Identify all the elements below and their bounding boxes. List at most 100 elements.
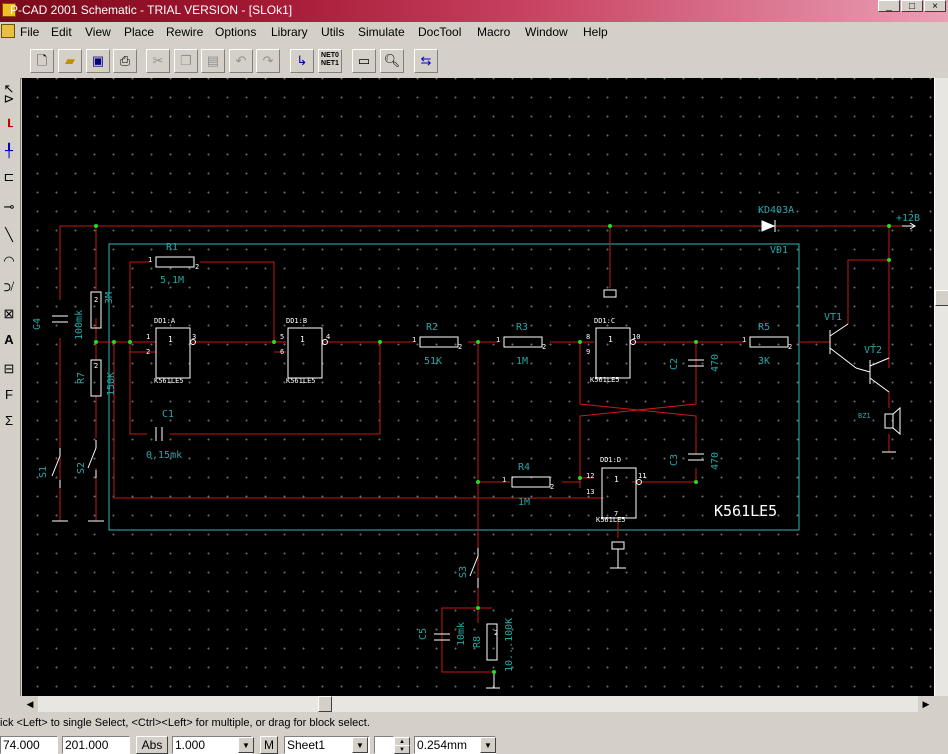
resistor-r1-value: 5,1M	[160, 275, 184, 286]
menu-macro[interactable]: Macro	[477, 25, 511, 39]
place-field-tool[interactable]: ⊠	[0, 303, 18, 325]
spin-down-arrow-icon[interactable]: ▼	[394, 745, 410, 754]
place-ieee-tool[interactable]: Σ	[0, 410, 18, 432]
undo-button[interactable]: ↶	[229, 49, 253, 73]
capacitor-c2[interactable]	[688, 359, 704, 367]
select-tool[interactable]: ↖	[0, 78, 18, 100]
pin-label: 2	[550, 483, 554, 491]
transistor-vt2[interactable]	[855, 357, 890, 393]
menu-options[interactable]: Options	[215, 25, 257, 39]
resistor-r4[interactable]	[511, 476, 551, 488]
vertical-scroll-thumb[interactable]	[935, 290, 948, 306]
scroll-right-arrow-icon[interactable]: ▶	[918, 696, 934, 712]
gate-dd1a-ref: DD1:A	[154, 317, 176, 325]
diode-vd1[interactable]	[761, 220, 776, 232]
menu-place[interactable]: Place	[124, 25, 155, 39]
pin-label: 10	[632, 333, 640, 341]
resistor-r7[interactable]	[90, 359, 102, 397]
gate-dd1c[interactable]	[595, 327, 631, 379]
capacitor-c1[interactable]	[155, 427, 163, 441]
menu-view[interactable]: View	[85, 25, 111, 39]
minimize-button[interactable]: _	[878, 0, 900, 12]
capacitor-c2-ref: C2	[669, 358, 680, 370]
y-coordinate-field[interactable]: 201.000	[62, 736, 130, 754]
maximize-button[interactable]: □	[901, 0, 923, 12]
resistor-r2[interactable]	[419, 336, 459, 348]
close-button[interactable]: ×	[924, 0, 946, 12]
place-wire-button[interactable]: ↳	[290, 49, 314, 73]
menu-rewire[interactable]: Rewire	[166, 25, 204, 39]
zoom-button[interactable]: 🔍︎	[380, 49, 404, 73]
layer-color-box[interactable]	[374, 736, 394, 754]
resistor-r7-value: 150K	[106, 372, 117, 396]
gate-dd1b[interactable]	[287, 327, 323, 379]
menu-help[interactable]: Help	[583, 25, 608, 39]
open-file-button[interactable]: ▰	[58, 49, 82, 73]
wire-c1-right	[170, 342, 381, 435]
resistor-r5[interactable]	[749, 336, 789, 348]
save-button[interactable]: ▣	[86, 49, 110, 73]
grid-dropdown-arrow-icon[interactable]: ▼	[480, 737, 496, 753]
redo-button[interactable]: ↷	[256, 49, 280, 73]
menu-utils[interactable]: Utils	[321, 25, 345, 39]
pin-label: 2	[146, 348, 150, 356]
capacitor-c4[interactable]	[52, 315, 68, 323]
switch-s3[interactable]	[469, 548, 479, 588]
capacitor-c5[interactable]	[434, 633, 450, 641]
gate-dd1a[interactable]	[155, 327, 191, 379]
place-wire-tool[interactable]: ┖	[0, 116, 18, 138]
place-bus-tool[interactable]: ╀	[0, 140, 18, 162]
menu-library[interactable]: Library	[271, 25, 308, 39]
menu-simulate[interactable]: Simulate	[358, 25, 405, 39]
scroll-left-arrow-icon[interactable]: ◀	[22, 696, 38, 712]
resistor-r2-value: 51K	[424, 356, 442, 367]
menu-window[interactable]: Window	[525, 25, 568, 39]
paste-button[interactable]: ▤	[201, 49, 225, 73]
menu-doctool[interactable]: DocTool	[418, 25, 462, 39]
sheet-dropdown-arrow-icon[interactable]: ▼	[352, 737, 368, 753]
cut-button[interactable]: ✂	[146, 49, 170, 73]
grid-select[interactable]: 0.254mm	[414, 736, 496, 754]
function-icon: F	[5, 387, 13, 402]
resistor-r1[interactable]	[155, 256, 195, 268]
place-polygon-tool[interactable]: ⟉	[0, 276, 18, 298]
place-part-tool[interactable]: ⊳	[0, 88, 18, 110]
simulate-button[interactable]: ⇆	[414, 49, 438, 73]
capacitor-c3[interactable]	[688, 453, 704, 461]
place-port-tool[interactable]: ⊏	[0, 166, 18, 188]
zoom-dropdown-arrow-icon[interactable]: ▼	[238, 737, 254, 753]
clipboard-icon: ▤	[206, 53, 220, 68]
m-button[interactable]: M	[260, 736, 278, 754]
vertical-scrollbar[interactable]	[934, 78, 948, 696]
buzzer-bz1[interactable]	[884, 413, 894, 429]
transistor-vt1[interactable]	[829, 323, 857, 369]
menu-file[interactable]: File	[20, 25, 40, 39]
resistor-r6-value: 3M	[104, 292, 115, 304]
resistor-r3[interactable]	[503, 336, 543, 348]
place-arc-tool[interactable]: ◠	[0, 250, 18, 272]
gate-dd1d[interactable]	[601, 467, 637, 519]
document-icon[interactable]	[1, 24, 15, 38]
resistor-r6[interactable]	[90, 291, 102, 329]
netlist-compare-button[interactable]: NET0 NET1	[318, 49, 342, 73]
horizontal-scrollbar[interactable]: ◀ ▶	[22, 696, 934, 712]
place-attribute-tool[interactable]: ⊟	[0, 358, 18, 380]
print-button[interactable]: ⎙	[113, 49, 137, 73]
place-function-tool[interactable]: F	[0, 384, 18, 406]
sheet-select[interactable]: Sheet1	[284, 736, 370, 754]
switch-s1[interactable]	[51, 448, 61, 488]
x-coordinate-field[interactable]: 74.000	[0, 736, 58, 754]
menu-edit[interactable]: Edit	[51, 25, 72, 39]
schematic-canvas[interactable]: K561LE5	[22, 78, 934, 696]
new-file-button[interactable]: 🗋	[30, 49, 54, 73]
measure-button[interactable]: ▭	[352, 49, 376, 73]
switch-s2[interactable]	[87, 440, 97, 478]
horizontal-scroll-thumb[interactable]	[318, 696, 332, 712]
place-text-tool[interactable]: A	[0, 329, 18, 351]
resistor-r8[interactable]	[486, 623, 498, 661]
resistor-r5-value: 3K	[758, 356, 770, 367]
place-pin-tool[interactable]: ⊸	[0, 196, 18, 218]
place-line-tool[interactable]: ╲	[0, 224, 18, 246]
abs-rel-toggle[interactable]: Abs	[136, 736, 168, 754]
copy-button[interactable]: ❐	[174, 49, 198, 73]
